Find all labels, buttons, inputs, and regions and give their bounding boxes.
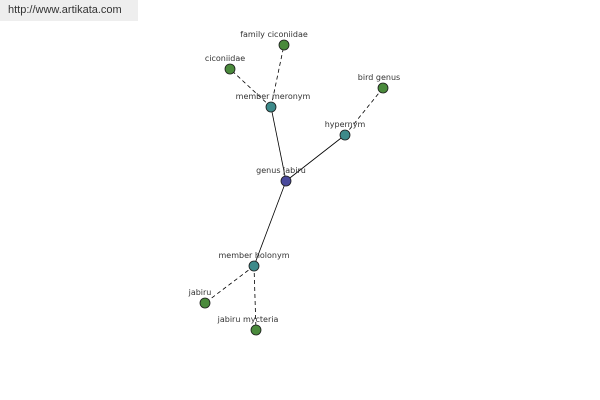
node-label-bird-genus[interactable]: bird genus [358,73,400,82]
edges-layer [204,44,384,331]
edge-hypernym-to-bird-genus [344,87,384,136]
node-family-ciconiidae[interactable] [278,39,290,51]
nodes-layer [199,39,389,336]
edge-member-holonym-to-jabiru-mycteria [253,265,257,331]
edge-genus-jabiru-to-hypernym [285,134,346,182]
edge-member-holonym-to-jabiru [204,265,255,304]
node-member-meronym[interactable] [265,101,277,113]
node-hypernym[interactable] [339,129,351,141]
node-label-family-ciconiidae[interactable]: family ciconiidae [240,30,308,39]
edge-member-meronym-to-family-ciconiidae [270,44,285,108]
node-label-member-holonym[interactable]: member holonym [218,251,289,260]
edge-genus-jabiru-to-member-meronym [270,106,287,182]
source-url[interactable]: http://www.artikata.com [0,0,138,21]
edge-genus-jabiru-to-member-holonym [253,180,287,267]
node-member-holonym[interactable] [248,260,260,272]
node-label-jabiru[interactable]: jabiru [188,288,212,297]
node-label-member-meronym[interactable]: member meronym [236,92,311,101]
node-ciconiidae[interactable] [224,63,236,75]
node-label-hypernym[interactable]: hypernym [325,120,366,129]
node-label-jabiru-mycteria[interactable]: jabiru mycteria [217,315,279,324]
node-jabiru-mycteria[interactable] [250,324,262,336]
node-label-genus-jabiru[interactable]: genus jabiru [256,166,306,175]
node-bird-genus[interactable] [377,82,389,94]
labels-layer: genus jabiru member meronym hypernym member… [188,30,401,324]
node-genus-jabiru[interactable] [280,175,292,187]
edge-member-meronym-to-ciconiidae [229,68,272,108]
node-jabiru[interactable] [199,297,211,309]
node-label-ciconiidae[interactable]: ciconiidae [205,54,245,63]
